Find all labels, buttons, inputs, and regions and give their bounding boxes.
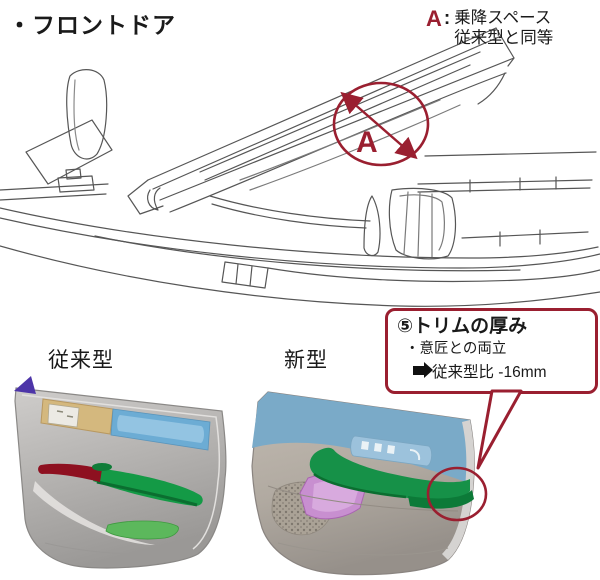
callout-line2-text: 従来型比 -16mm bbox=[432, 363, 547, 381]
callout-line1: ・意匠との両立 bbox=[405, 340, 507, 357]
door-old-armrest-green bbox=[93, 468, 203, 506]
door-old-label: 従来型 bbox=[48, 349, 114, 372]
door-old-green-patch bbox=[105, 520, 179, 540]
door-new-illustration bbox=[251, 391, 475, 576]
page-title: ・フロントドア bbox=[8, 12, 176, 38]
annotation-a-line2: 従来型と同等 bbox=[454, 29, 554, 48]
annotation-a-letter: A bbox=[426, 6, 442, 31]
annotation-a: A : 乗降スペース 従来型と同等 bbox=[426, 8, 553, 48]
door-old-armrest-red bbox=[38, 463, 102, 482]
annotation-a-separator: : bbox=[443, 8, 451, 29]
door-old-illustration bbox=[14, 376, 227, 569]
callout-line2: 従来型比 -16mm bbox=[413, 360, 587, 382]
arrow-right-icon bbox=[413, 362, 433, 379]
annotation-a-line1: 乗降スペース bbox=[454, 9, 552, 27]
door-old-purple-corner bbox=[14, 376, 36, 394]
callout-title: ⑤トリムの厚み bbox=[397, 316, 528, 337]
door-new-label: 新型 bbox=[284, 349, 328, 372]
callout-box: ⑤トリムの厚み ・意匠との両立 従来型比 -16mm bbox=[385, 308, 598, 394]
